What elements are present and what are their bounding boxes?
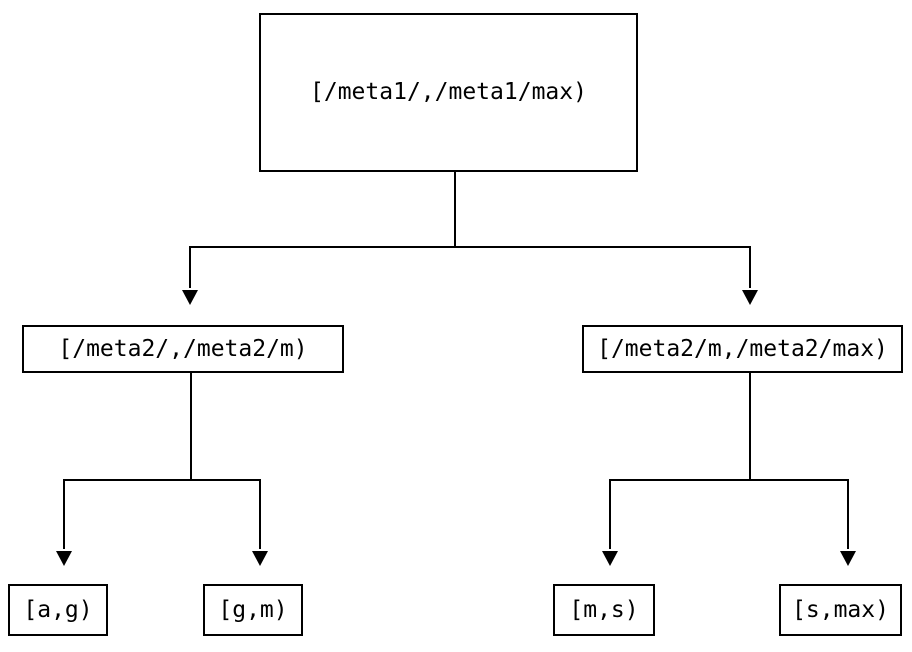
node-leaf-gm-label: [g,m) <box>218 596 288 623</box>
arrowhead-to-left-child <box>182 290 198 305</box>
arrowhead-to-leaf-smax <box>840 551 856 566</box>
arrowhead-to-leaf-gm <box>252 551 268 566</box>
edge-right-stem-line <box>749 373 751 481</box>
node-leaf-smax: [s,max) <box>779 584 902 636</box>
node-leaf-gm: [g,m) <box>203 584 303 636</box>
edge-right-children-bar-line <box>609 479 849 481</box>
node-leaf-smax-label: [s,max) <box>792 596 889 623</box>
node-left-child: [/meta2/,/meta2/m) <box>22 325 344 373</box>
node-leaf-ms: [m,s) <box>553 584 655 636</box>
node-root: [/meta1/,/meta1/max) <box>259 13 638 172</box>
edge-left-stem-line <box>190 373 192 481</box>
node-right-child-label: [/meta2/m,/meta2/max) <box>597 335 888 362</box>
node-left-child-label: [/meta2/,/meta2/m) <box>58 335 308 362</box>
edge-left-children-bar-line <box>63 479 261 481</box>
edge-root-stem-line <box>454 172 456 248</box>
edge-root-left-drop-line <box>189 246 191 288</box>
arrowhead-to-leaf-ag <box>56 551 72 566</box>
edge-left-ag-drop-line <box>63 479 65 549</box>
arrowhead-to-right-child <box>742 290 758 305</box>
edge-root-right-drop-line <box>749 246 751 288</box>
node-leaf-ms-label: [m,s) <box>569 596 639 623</box>
node-leaf-ag-label: [a,g) <box>23 596 93 623</box>
node-leaf-ag: [a,g) <box>8 584 108 636</box>
node-right-child: [/meta2/m,/meta2/max) <box>582 325 903 373</box>
node-root-label: [/meta1/,/meta1/max) <box>310 79 587 105</box>
edge-root-children-bar-line <box>189 246 751 248</box>
edge-left-gm-drop-line <box>259 479 261 549</box>
edge-right-smax-drop-line <box>847 479 849 549</box>
arrowhead-to-leaf-ms <box>602 551 618 566</box>
edge-right-ms-drop-line <box>609 479 611 549</box>
